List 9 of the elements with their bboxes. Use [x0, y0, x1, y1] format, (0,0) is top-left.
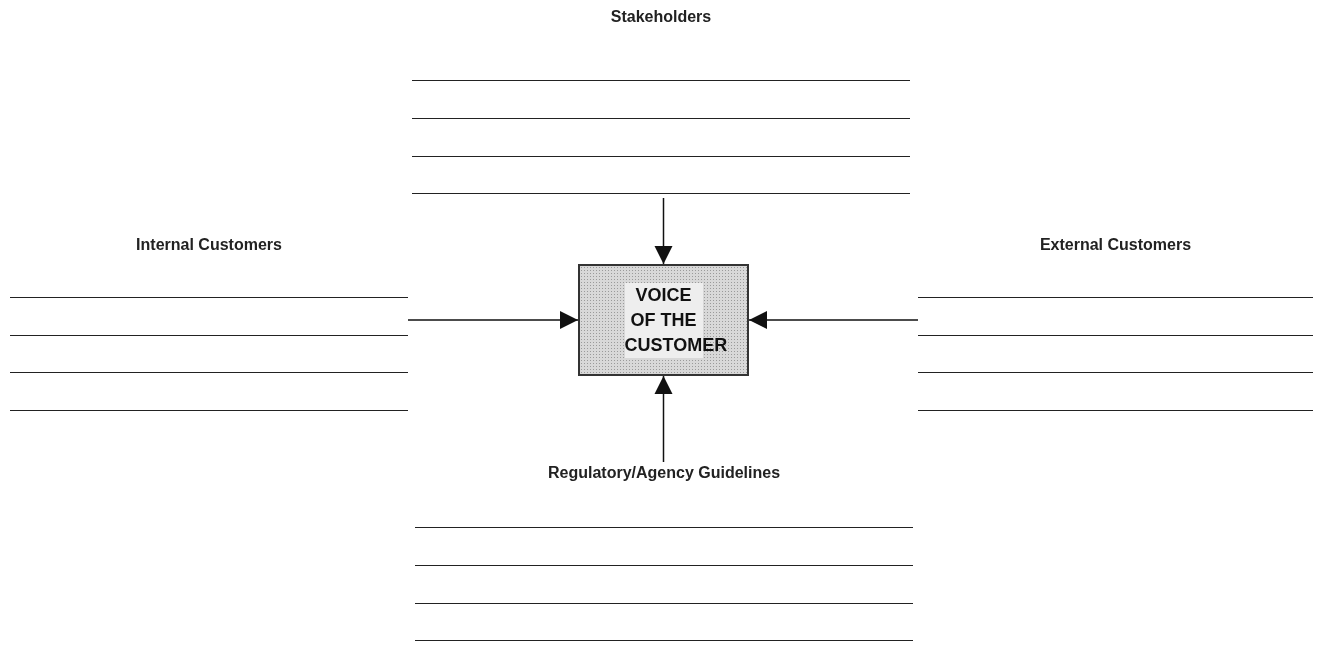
center-box: VOICE OF THE CUSTOMER [578, 264, 749, 376]
section-heading: External Customers [1039, 236, 1192, 254]
section-heading: Stakeholders [610, 8, 712, 26]
section-heading: Regulatory/Agency Guidelines [547, 464, 781, 482]
arrow [748, 311, 919, 329]
section-heading: Internal Customers [136, 236, 282, 254]
arrow [654, 197, 673, 265]
arrow [654, 375, 673, 463]
arrow [407, 311, 579, 329]
